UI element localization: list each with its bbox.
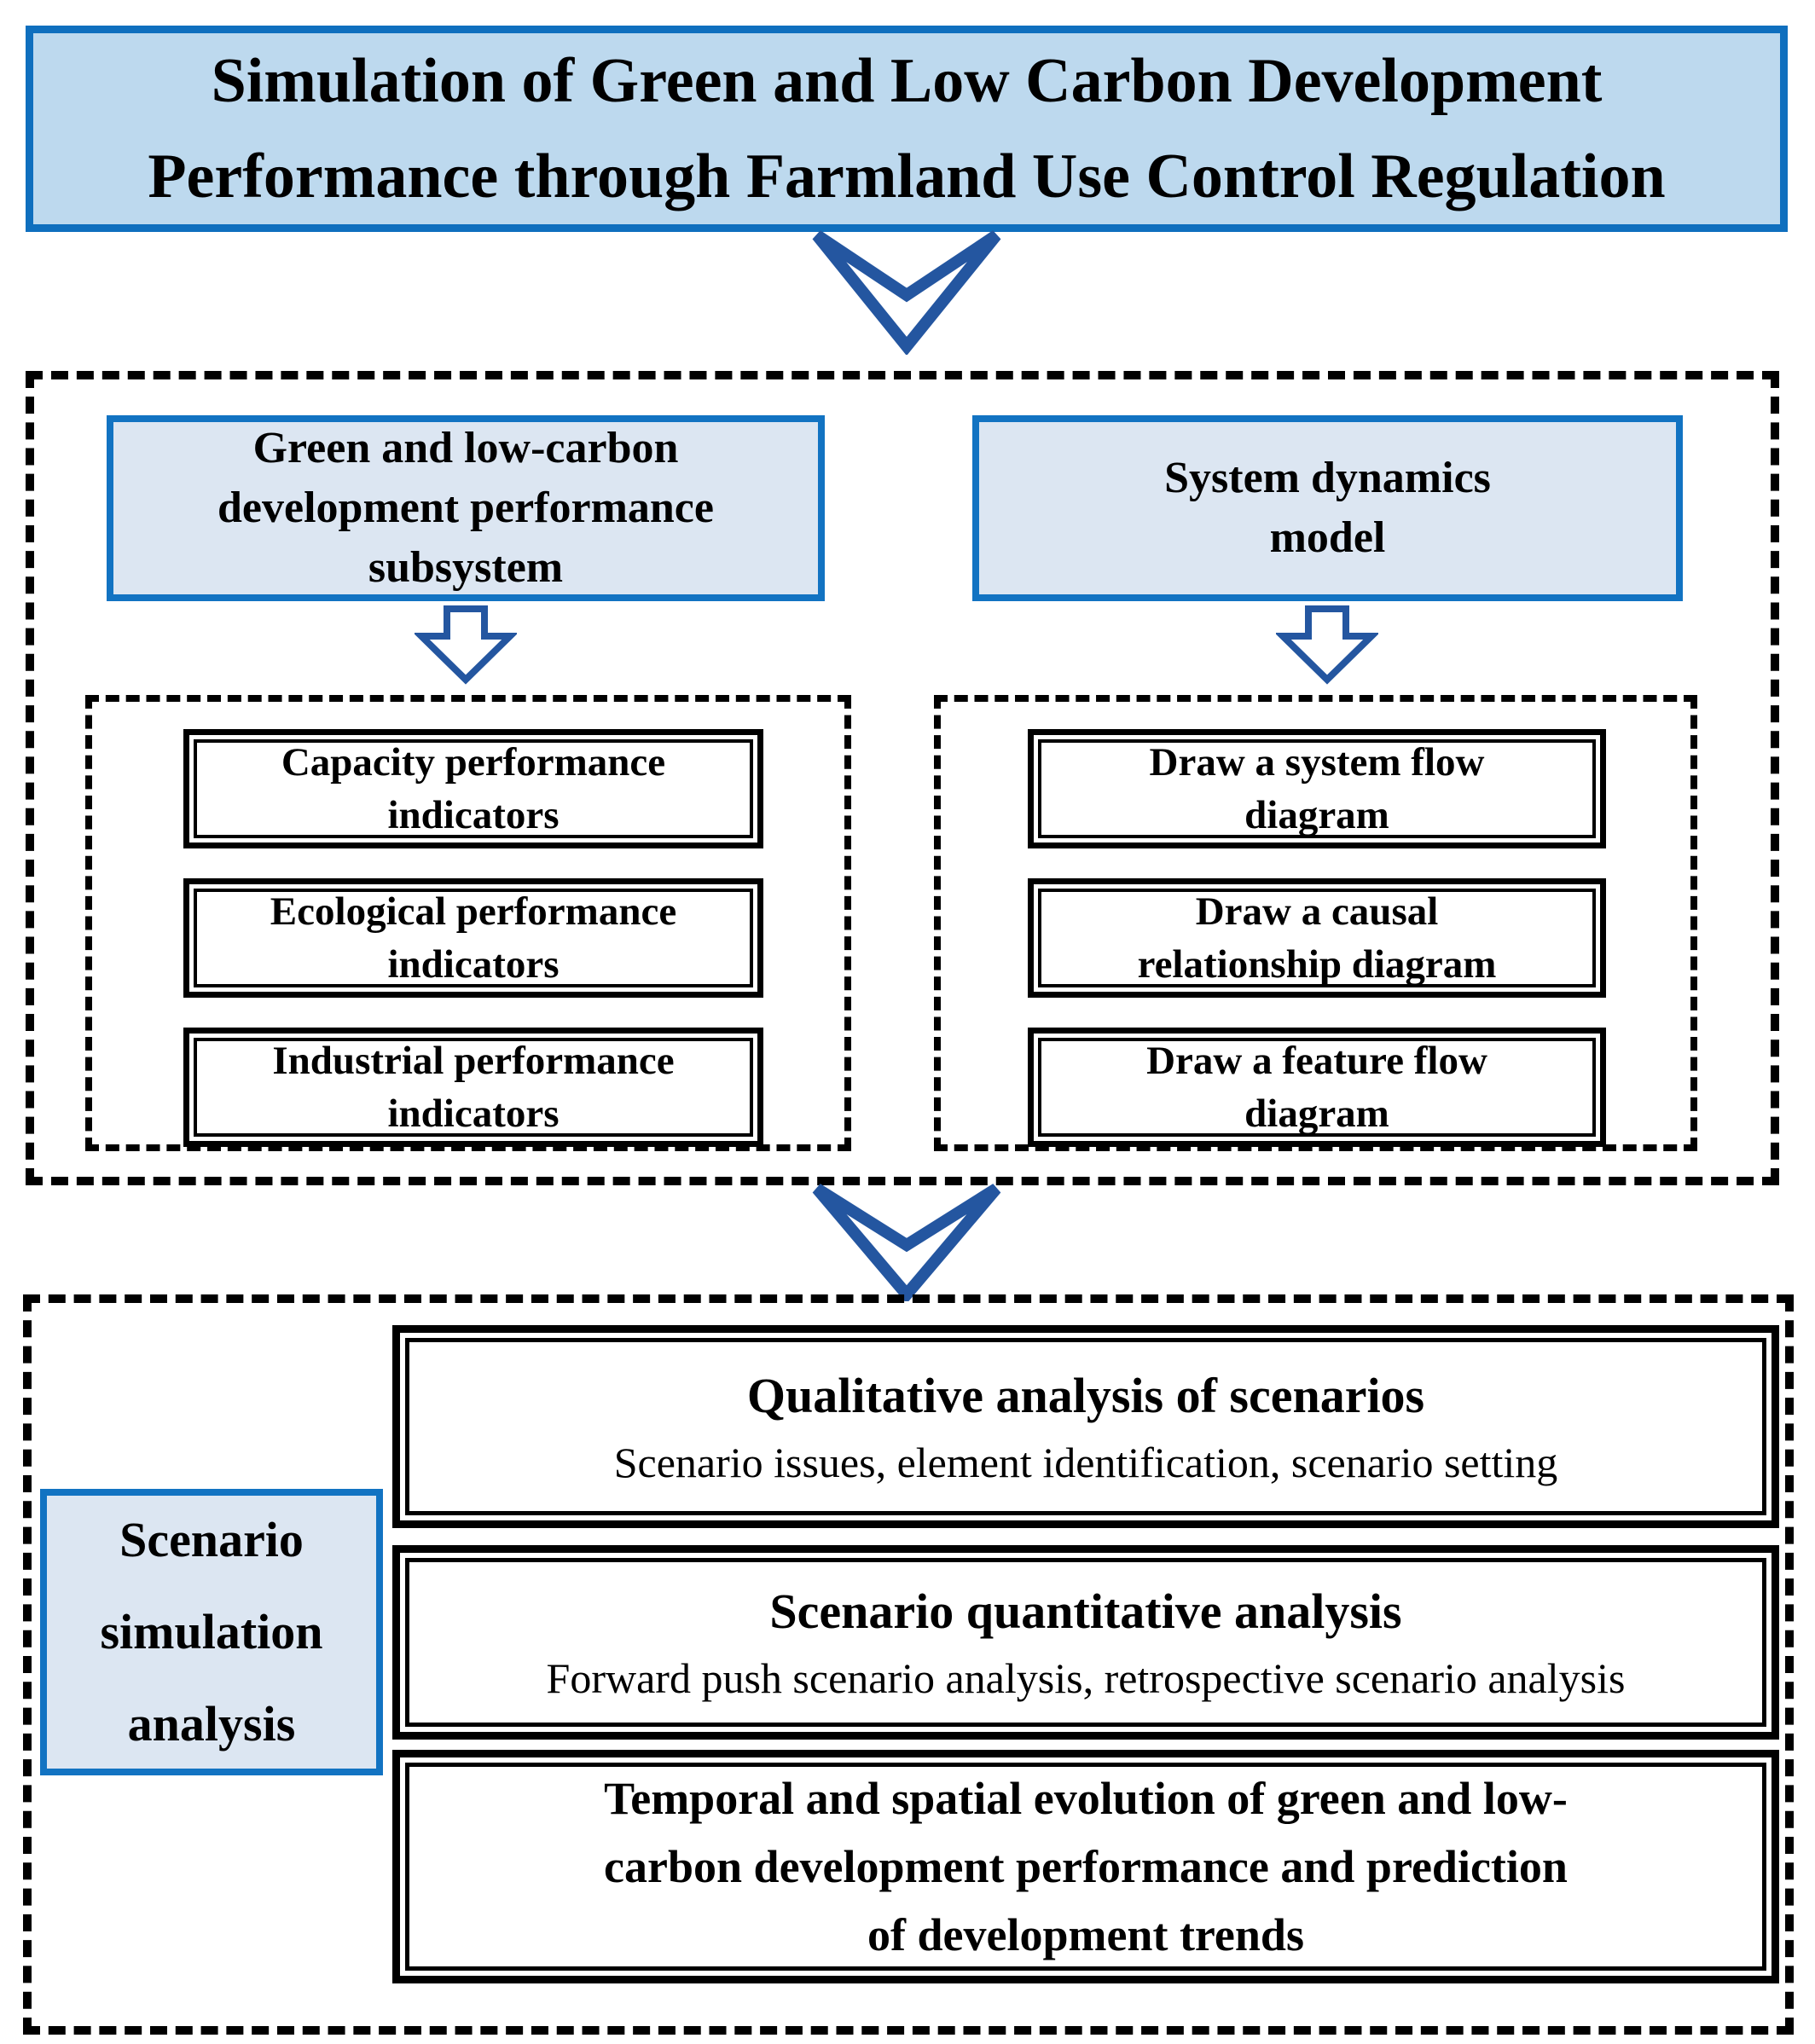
chevron-down-icon xyxy=(809,1182,1005,1304)
flowchart-title-box: Simulation of Green and Low Carbon Devel… xyxy=(26,26,1788,232)
model-construction-section xyxy=(26,371,1779,1185)
chevron-down-icon xyxy=(809,227,1005,356)
scenario-simulation-analysis-box: Scenario simulation analysis xyxy=(40,1489,383,1775)
sd-step-label: Draw a causal relationship diagram xyxy=(1038,889,1596,987)
panel-subtitle: Scenario issues, element identification,… xyxy=(613,1439,1558,1486)
indicator-box-industrial: Industrial performance indicators xyxy=(183,1028,763,1147)
indicator-box-capacity: Capacity performance indicators xyxy=(183,729,763,848)
quantitative-analysis-panel: Scenario quantitative analysis Forward p… xyxy=(392,1545,1779,1740)
indicator-box-ecological: Ecological performance indicators xyxy=(183,878,763,998)
sd-step-label: Draw a feature flow diagram xyxy=(1038,1038,1596,1137)
performance-indicators-group xyxy=(85,695,851,1151)
panel-title: Qualitative analysis of scenarios xyxy=(746,1368,1425,1423)
block-arrow-down-icon xyxy=(1274,604,1380,685)
system-dynamics-steps-group xyxy=(934,695,1697,1151)
scenario-simulation-section xyxy=(23,1294,1794,2035)
indicator-label: Industrial performance indicators xyxy=(194,1038,753,1137)
indicator-label: Ecological performance indicators xyxy=(194,889,753,987)
qualitative-analysis-panel: Qualitative analysis of scenarios Scenar… xyxy=(392,1325,1779,1528)
block-arrow-down-icon xyxy=(413,604,519,685)
system-dynamics-model-label: System dynamics model xyxy=(1164,454,1491,562)
green-low-carbon-subsystem-label: Green and low-carbon development perform… xyxy=(217,424,714,592)
panel-title: Scenario quantitative analysis xyxy=(769,1584,1402,1639)
sd-step-box-causal: Draw a causal relationship diagram xyxy=(1028,878,1606,998)
panel-title: Temporal and spatial evolution of green … xyxy=(604,1773,1568,1960)
flowchart-title-text: Simulation of Green and Low Carbon Devel… xyxy=(148,46,1666,211)
system-dynamics-model-box: System dynamics model xyxy=(972,415,1683,601)
sd-step-label: Draw a system flow diagram xyxy=(1038,739,1596,838)
temporal-spatial-evolution-panel: Temporal and spatial evolution of green … xyxy=(392,1750,1779,1983)
panel-subtitle: Forward push scenario analysis, retrospe… xyxy=(546,1654,1626,1702)
scenario-simulation-analysis-label: Scenario simulation analysis xyxy=(100,1512,323,1752)
sd-step-box-feature-flow: Draw a feature flow diagram xyxy=(1028,1028,1606,1147)
sd-step-box-system-flow: Draw a system flow diagram xyxy=(1028,729,1606,848)
green-low-carbon-subsystem-box: Green and low-carbon development perform… xyxy=(107,415,825,601)
indicator-label: Capacity performance indicators xyxy=(194,739,753,838)
